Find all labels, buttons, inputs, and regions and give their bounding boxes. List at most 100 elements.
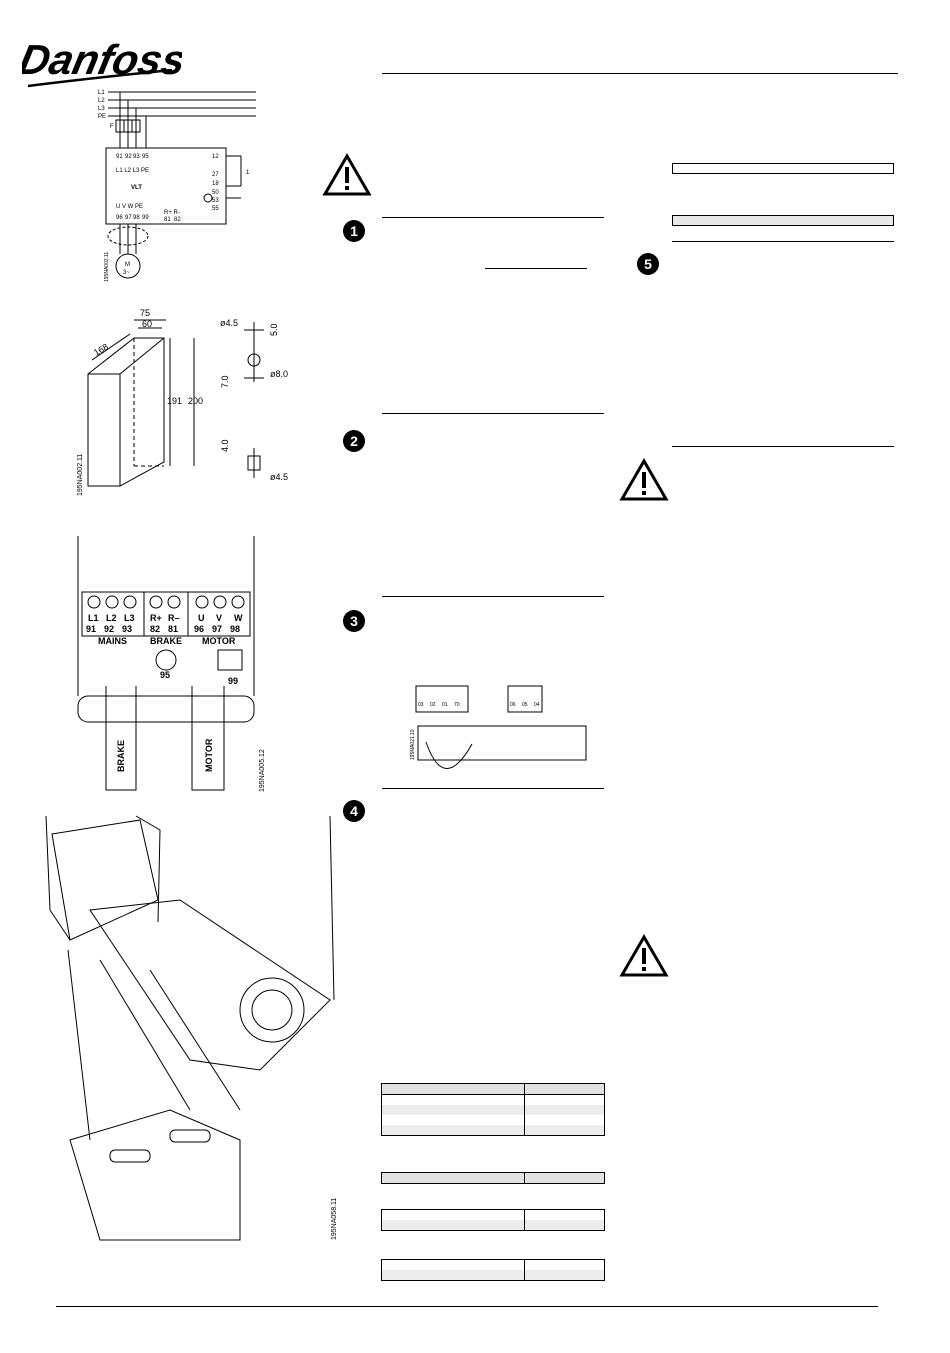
- table-2: [381, 1172, 605, 1184]
- section-5-rule: [672, 241, 894, 242]
- ctl-g2-04: 04: [534, 702, 540, 708]
- wd-term-82: 82: [174, 217, 181, 223]
- table-row: [381, 1209, 605, 1220]
- wd-motor: M: [125, 262, 130, 268]
- wd-term-93: 93: [133, 154, 140, 160]
- table-row: [381, 1259, 605, 1270]
- section-1-rule: [382, 217, 604, 218]
- header-rule: [382, 73, 898, 74]
- ctl-g2-05: 05: [522, 702, 528, 708]
- section-2-rule: [382, 413, 604, 414]
- wd-code: 195NA002.11: [104, 252, 110, 282]
- dim-hole-80: ø8.0: [270, 369, 288, 379]
- tb-bot-98: 98: [230, 624, 240, 634]
- dim-code: 195NA002.11: [77, 454, 84, 496]
- table-row: [381, 1270, 605, 1281]
- right-bar-2: [672, 215, 894, 226]
- right-bar-1: [672, 163, 894, 174]
- table-4: [381, 1259, 605, 1281]
- wd-term-99: 99: [142, 215, 149, 221]
- tb-bot-82: 82: [150, 624, 160, 634]
- wd-ctl-55: 55: [212, 206, 219, 212]
- tb-code: 195NA005.12: [259, 749, 266, 792]
- wd-line-l1: L1: [98, 90, 105, 96]
- section-3-rule: [382, 596, 604, 597]
- ctl-code: 195NA021.10: [410, 729, 416, 760]
- tb-cable-brake: BRAKE: [116, 740, 126, 772]
- tb-bot-81: 81: [168, 624, 178, 634]
- section-2-badge: 2: [343, 430, 365, 452]
- tb-bot-93: 93: [122, 624, 132, 634]
- brand-name: Danfoss: [22, 36, 182, 82]
- ctl-g2-06: 06: [510, 702, 516, 708]
- table-row: [381, 1115, 605, 1125]
- section-1-underline: [485, 268, 587, 269]
- wd-ctl-note: 1: [246, 170, 250, 176]
- dim-40: 4.0: [220, 439, 230, 452]
- control-terminals-drawing: 03 02 01 70 06 05 04 195NA021.10: [410, 685, 587, 769]
- wd-line-pe: PE: [98, 114, 106, 120]
- tb-bot-92: 92: [104, 624, 114, 634]
- table-3: [381, 1209, 605, 1231]
- section-3-badge: 3: [343, 610, 365, 632]
- tb-pe-left: 95: [160, 670, 170, 680]
- danfoss-logo: Danfoss: [22, 36, 182, 88]
- warning-icon: [322, 153, 372, 196]
- tb-top-l2: L2: [106, 613, 117, 623]
- dim-60: 60: [142, 319, 152, 329]
- wd-term-81: 81: [164, 217, 171, 223]
- tb-group-mains: MAINS: [98, 636, 127, 646]
- wd-term-92: 92: [125, 154, 132, 160]
- wd-ctl-18: 18: [212, 181, 219, 187]
- wd-term-95: 95: [142, 154, 149, 160]
- tb-bot-97: 97: [212, 624, 222, 634]
- dim-50: 5.0: [269, 323, 279, 336]
- section-1-badge: 1: [343, 220, 365, 242]
- tb-top-w: W: [234, 613, 243, 623]
- tb-top-v: V: [216, 613, 222, 623]
- table-1: [381, 1083, 605, 1136]
- tb-top-l1: L1: [88, 613, 99, 623]
- wd-ctl-50: 50: [212, 190, 219, 196]
- wd-ctl-12: 12: [212, 154, 219, 160]
- dim-191: 191: [167, 396, 182, 406]
- wd-line-l2: L2: [98, 98, 105, 104]
- table-row: [381, 1220, 605, 1231]
- wd-term-97: 97: [125, 215, 132, 221]
- tb-top-rminus: R–: [168, 613, 180, 623]
- tb-bot-91: 91: [86, 624, 96, 634]
- ctl-g1-03: 03: [418, 702, 424, 708]
- wd-ctl-53: 53: [212, 198, 219, 204]
- wd-fuse: F: [110, 124, 114, 130]
- table-row: [381, 1125, 605, 1136]
- wd-ctl-27: 27: [212, 172, 219, 178]
- tb-bot-96: 96: [194, 624, 204, 634]
- tb-group-motor: MOTOR: [202, 636, 236, 646]
- dim-hole-45b: ø4.5: [270, 472, 288, 482]
- warning-icon-3: [619, 934, 669, 977]
- footer-rule: [56, 1306, 878, 1307]
- wd-term-91: 91: [116, 154, 123, 160]
- wd-motor-sub: 3~: [123, 270, 130, 276]
- dimension-drawing: 75 60 168 191 200 ø4.5 5.0 7.0 ø8.0 4.0 …: [77, 308, 288, 496]
- terminal-block-drawing: L1 L2 L3 R+ R– U V W 91 92 93 82 81 96 9…: [77, 536, 266, 792]
- section-4-badge: 4: [343, 800, 365, 822]
- dim-200: 200: [188, 396, 203, 406]
- assembly-drawing: 195NA058.11: [45, 815, 338, 1241]
- table-row: [381, 1105, 605, 1115]
- wd-unit: VLT: [131, 185, 142, 191]
- warning-icon-2: [619, 458, 669, 501]
- table-row: [381, 1083, 605, 1095]
- wd-term-96: 96: [116, 215, 123, 221]
- tb-top-l3: L3: [124, 613, 135, 623]
- tb-cable-motor: MOTOR: [204, 738, 214, 772]
- dim-75: 75: [140, 308, 150, 318]
- table-row: [381, 1172, 605, 1184]
- ctl-g1-02: 02: [430, 702, 436, 708]
- wd-motor-labels: U V W PE: [116, 204, 143, 210]
- ctl-g1-70: 70: [454, 702, 460, 708]
- wd-term-98: 98: [133, 215, 140, 221]
- dim-70: 7.0: [220, 375, 230, 388]
- tb-pe-right: 99: [228, 676, 238, 686]
- wd-brake-labels: R+ R-: [164, 210, 180, 216]
